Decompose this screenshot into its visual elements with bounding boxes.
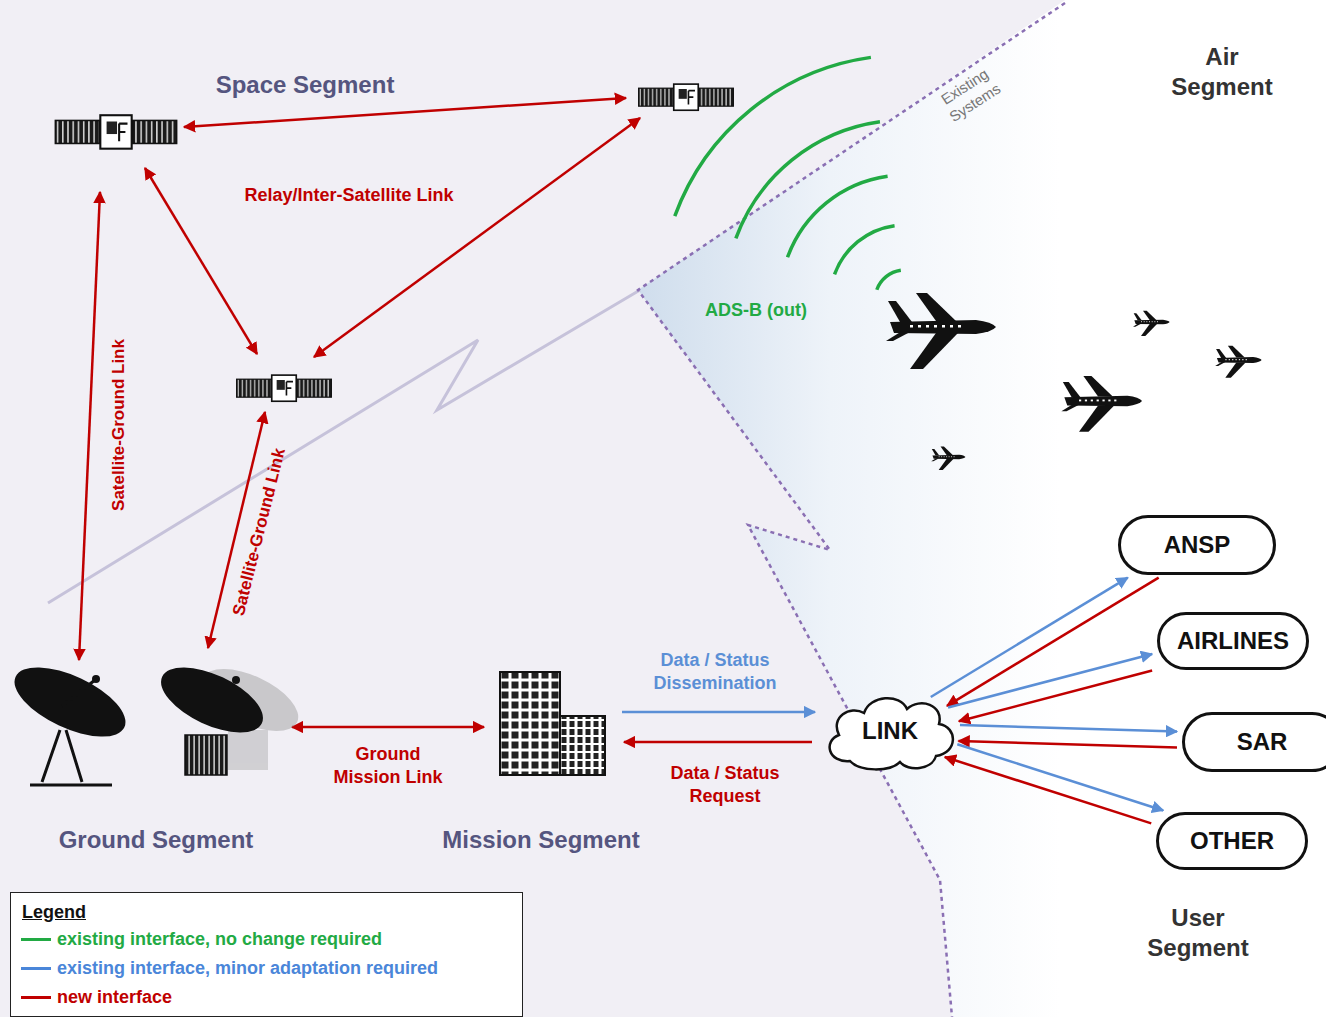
network-cloud: LINK [820,689,960,773]
legend-line-sample [21,996,51,999]
legend-box: existing interface, no change required ex… [10,892,523,1017]
request-arrow [945,757,1151,823]
signal-arc [788,176,888,257]
dissemination-arrow [957,744,1163,810]
user-box: ANSP [1118,515,1276,575]
segment-title: Mission Segment [442,825,639,855]
node-text: LINK [862,717,918,745]
request-arrow [947,578,1159,706]
node-text: ANSP [1164,531,1231,559]
legend-text: existing interface, no change required [57,929,382,950]
link-label: Data / Status Request [655,762,795,807]
link-label: Satellite-Ground Link [108,339,129,511]
legend-row: new interface [21,987,172,1008]
signal-arc [675,57,871,216]
signal-label: ADS-B (out) [705,299,807,322]
user-box: SAR [1182,712,1326,772]
dissemination-arrow [931,578,1128,697]
segment-title: User Segment [1143,903,1253,963]
signal-arc [736,122,880,239]
link-label: Data / Status Dissemination [640,649,790,694]
legend-row: existing interface, minor adaptation req… [21,958,438,979]
request-arrow [959,670,1152,721]
legend-text: existing interface, minor adaptation req… [57,958,438,979]
legend-text: new interface [57,987,172,1008]
user-box: AIRLINES [1157,612,1309,670]
segment-title: Air Segment [1167,42,1277,102]
node-text: AIRLINES [1177,627,1289,655]
signal-arc [835,226,895,275]
link-label: Ground Mission Link [333,743,443,788]
request-arrow [959,741,1177,747]
segment-title: Ground Segment [59,825,254,855]
legend-title: Legend [22,901,86,924]
link-label: Relay/Inter-Satellite Link [244,184,453,207]
node-text: SAR [1237,728,1288,756]
segment-title: Space Segment [216,70,395,100]
signal-arc [877,270,901,289]
legend-line-sample [21,938,51,941]
legend-row: existing interface, no change required [21,929,382,950]
dissemination-arrow [960,725,1177,731]
user-box: OTHER [1156,812,1308,870]
dissemination-arrow [948,654,1152,708]
node-text: OTHER [1190,827,1274,855]
legend-line-sample [21,967,51,970]
